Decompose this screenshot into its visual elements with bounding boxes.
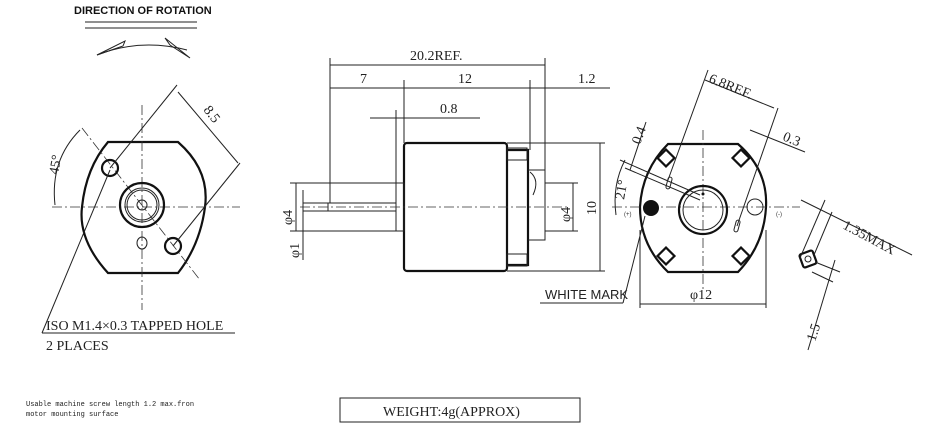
boss-diameter-label: φ4 (281, 210, 296, 225)
shaft-length-label: 7 (360, 72, 367, 87)
rear-boss-diameter-label: φ4 (559, 207, 574, 222)
terminal-length-label: 1.2 (578, 72, 596, 87)
angle-45-label: 45° (47, 154, 65, 176)
overall-length-label: 20.2REF. (410, 49, 463, 64)
weight-label: WEIGHT:4g(APPROX) (383, 405, 520, 420)
rear-view: 6.8REF. 0.3 0.4 21° (+) (-) WHITE MARK φ… (540, 69, 806, 308)
body-height-label: 10 (585, 201, 600, 215)
screw-note-line2: motor mounting surface (26, 411, 118, 419)
white-mark-label: WHITE MARK (545, 287, 628, 302)
side-view: 20.2REF. 7 12 1.2 0.8 φ4 φ1 φ4 10 (281, 49, 610, 273)
weight-box (339, 397, 581, 423)
angle-21-label: 21° (613, 179, 631, 201)
rotation-arrow-icon (96, 37, 191, 59)
terminal-span-label: 6.8REF. (707, 72, 755, 103)
body-length-label: 12 (458, 72, 472, 87)
plus-terminal-label: (+) (624, 212, 632, 218)
thickness-label: 1.35MAX (840, 218, 898, 258)
front-view: 45° 8.5 ISO M1.4×0.3 TAPPED HOLE 2 PLACE… (41, 84, 241, 354)
rotation-title: DIRECTION OF ROTATION (74, 5, 212, 17)
screw-note-line1: Usable machine screw length 1.2 max.fron (26, 401, 194, 409)
shaft-diameter-label: φ1 (288, 243, 303, 258)
hole-spacing-label: 8.5 (200, 103, 223, 126)
terminal-detail: 1.35MAX 1.5 (798, 199, 913, 351)
tapped-hole-note: ISO M1.4×0.3 TAPPED HOLE (46, 319, 223, 334)
minus-terminal-label: (-) (776, 212, 782, 218)
white-mark-dot (643, 200, 659, 216)
flange-label: 0.8 (440, 102, 458, 117)
gap-right-label: 0.3 (781, 130, 803, 150)
gap-left-label: 0.4 (630, 125, 650, 147)
tapped-hole-places: 2 PLACES (46, 339, 109, 354)
width-label: 1.5 (805, 322, 825, 343)
diameter-label: φ12 (690, 288, 712, 303)
